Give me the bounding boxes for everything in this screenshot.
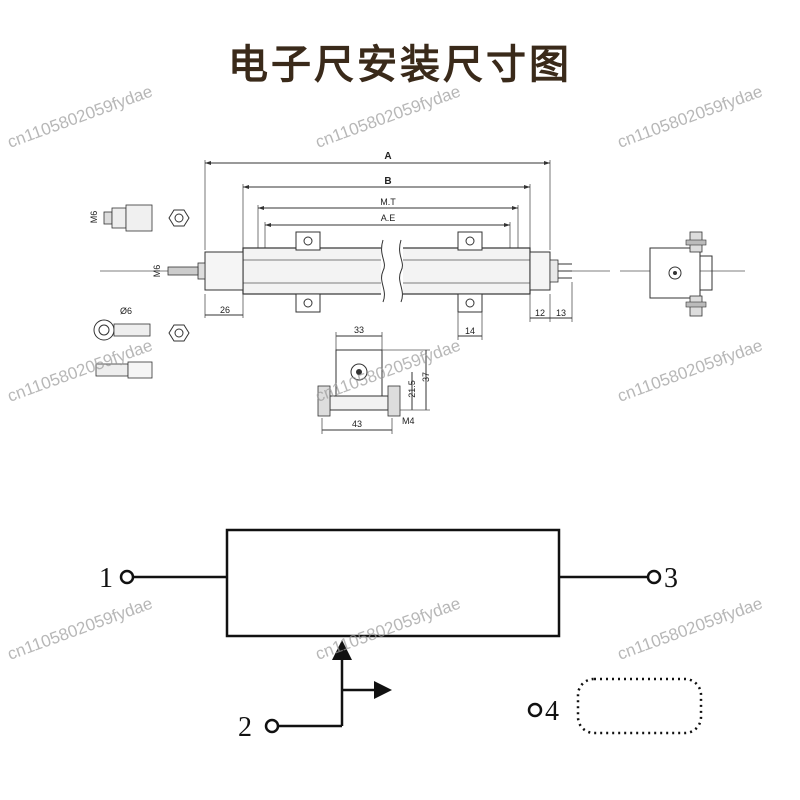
terminal-2-node (264, 718, 280, 734)
watermark: cn1105802059fydae (615, 594, 765, 664)
label-b: B (384, 176, 391, 187)
schematic: 1 3 2 4 (99, 528, 703, 743)
terminal-3-node (646, 569, 662, 585)
terminal-1-label: 1 (99, 563, 113, 594)
label-13: 13 (556, 308, 566, 318)
label-m4: M4 (402, 416, 415, 426)
watermark: cn1105802059fydae (313, 82, 463, 152)
label-m6-shaft: M6 (152, 265, 162, 278)
dotted-enclosure (576, 677, 703, 735)
mounting-brackets (295, 231, 483, 313)
label-m6-top: M6 (89, 211, 99, 224)
label-a: A (384, 151, 391, 162)
dimension-mt: M.T (257, 197, 519, 250)
page-title: 电子尺安装尺寸图 (228, 42, 572, 88)
watermark: cn1105802059fydae (615, 336, 765, 406)
accessory-ball-joint: Ø6 (93, 306, 190, 379)
dimension-12-13: 12 13 (529, 282, 573, 322)
dimension-14: 14 (457, 312, 483, 340)
label-37: 37 (421, 372, 431, 382)
label-d6: Ø6 (120, 306, 132, 316)
terminal-3-label: 3 (664, 563, 678, 594)
watermark: cn1105802059fydae (615, 82, 765, 152)
wiper-arrow-head (332, 640, 352, 660)
terminal-4-node (527, 702, 543, 718)
watermark: cn1105802059fydae (5, 594, 155, 664)
end-view (649, 231, 713, 317)
label-26: 26 (220, 305, 230, 315)
bracket-detail: 33 43 21.5 37 M4 (317, 325, 431, 434)
watermark: cn1105802059fydae (5, 82, 155, 152)
terminal-2-label: 2 (238, 712, 252, 743)
installation-drawing: A B M.T A.E (89, 151, 745, 434)
label-mt: M.T (380, 197, 396, 207)
terminal-1-node (119, 569, 135, 585)
label-14: 14 (465, 326, 475, 336)
label-21-5: 21.5 (407, 380, 417, 398)
label-ae: A.E (381, 213, 396, 223)
sensor-body (197, 239, 572, 303)
direction-arrow-head (374, 681, 392, 699)
shaft: M6 (152, 265, 199, 278)
resistor-body (225, 528, 561, 638)
dimension-b: B (242, 176, 531, 250)
label-33: 33 (354, 325, 364, 335)
dimension-a: A (204, 151, 551, 250)
dimension-26: 26 (204, 294, 244, 318)
terminal-4-label: 4 (545, 696, 559, 727)
label-43: 43 (352, 419, 362, 429)
dimension-ae: A.E (264, 213, 511, 250)
label-12: 12 (535, 308, 545, 318)
accessory-rod-end: M6 (89, 204, 190, 232)
